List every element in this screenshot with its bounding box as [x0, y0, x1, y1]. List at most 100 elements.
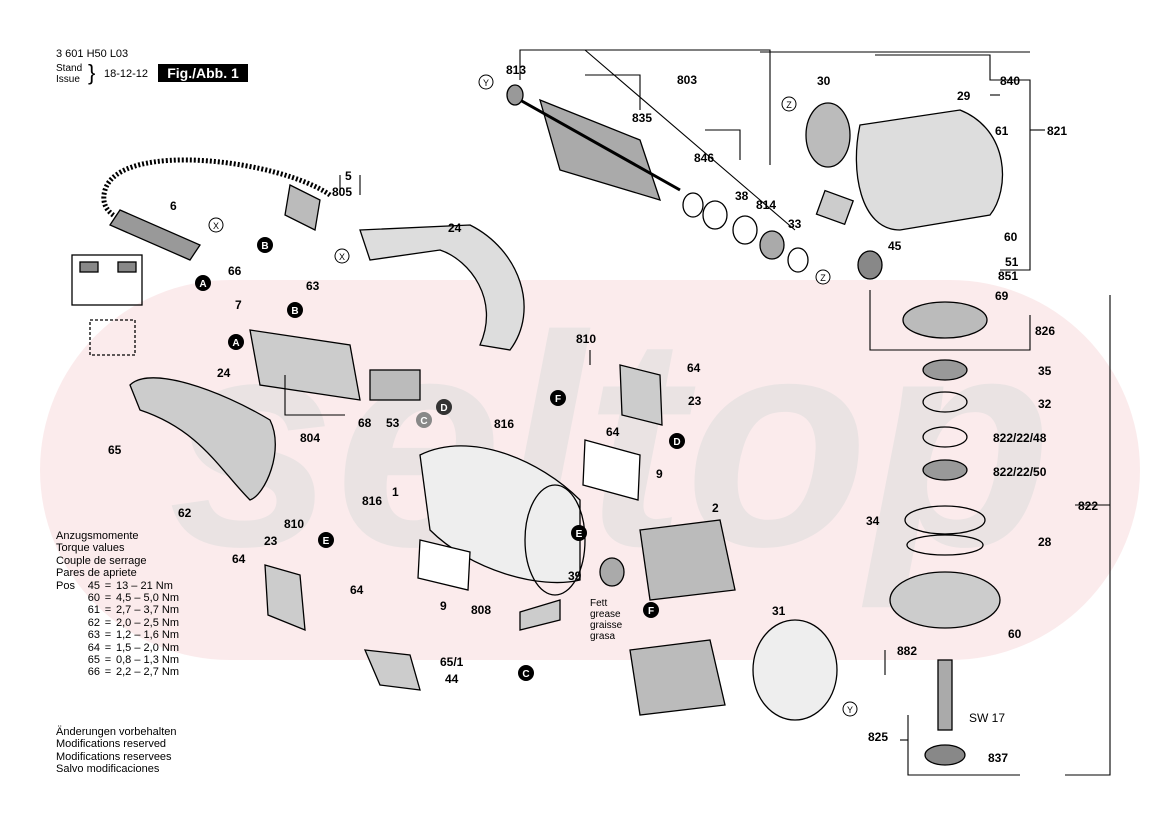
circuit-part	[79, 261, 99, 273]
label-29: 29	[957, 89, 971, 103]
equals-sign: =	[104, 604, 112, 617]
leader	[584, 49, 796, 231]
label-846: 846	[694, 151, 714, 165]
modifications-note: Änderungen vorbehalten Modifications res…	[56, 726, 176, 776]
stand-label: Stand	[56, 63, 83, 74]
marker-x	[334, 248, 350, 264]
torque-title: Torque values	[56, 542, 125, 555]
cover-23-lower	[264, 564, 306, 632]
label-1: 1	[392, 485, 399, 499]
pos-label: Pos	[56, 579, 75, 592]
grease-note-line: grease	[590, 609, 621, 620]
torque-row: 63=1,2 – 1,6 Nm	[56, 629, 196, 641]
ring	[787, 247, 809, 273]
equals-sign: =	[104, 616, 112, 629]
label-39: 39	[568, 569, 582, 583]
label-61: 61	[995, 124, 1009, 138]
ref-marker-d-text: D	[440, 403, 447, 414]
torque-table: Anzugsmomente Torque values Couple de se…	[56, 530, 196, 679]
circle-markers: X X Y Y Z Z	[208, 74, 858, 717]
label-31: 31	[772, 604, 786, 618]
modifications-line: Änderungen vorbehalten	[56, 726, 177, 738]
switch-rod	[249, 329, 361, 401]
circuit-diagram	[71, 254, 143, 306]
spindle	[937, 659, 953, 731]
washer-32	[922, 391, 968, 413]
ref-marker-c-text: C	[420, 416, 427, 427]
marker-x-text: X	[339, 252, 345, 262]
brush-39	[599, 557, 625, 587]
cable-sleeve	[109, 209, 201, 261]
torque-value: 1,2 – 1,6 Nm	[116, 629, 179, 642]
nut-837	[924, 744, 966, 766]
field-coil-lower	[629, 639, 726, 716]
ref-marker-d	[669, 433, 685, 449]
label-840: 840	[1000, 74, 1020, 88]
armature	[539, 98, 662, 201]
torque-value: 4,5 – 5,0 Nm	[116, 592, 179, 605]
label-64-lower: 64	[350, 583, 364, 597]
equals-sign: =	[104, 641, 112, 654]
label-64-mid: 64	[606, 425, 620, 439]
torque-pos: 61	[87, 604, 100, 617]
modifications-line: Modifications reservees	[56, 750, 172, 763]
label-2: 2	[712, 501, 719, 515]
label-30: 30	[817, 74, 831, 88]
torque-value: 2,2 – 2,7 Nm	[116, 666, 179, 679]
ref-marker-b-text: B	[261, 241, 268, 252]
torque-pos: 63	[87, 629, 100, 642]
torque-pos: 64	[87, 641, 100, 654]
bearing-35	[922, 359, 968, 381]
torque-row: 64=1,5 – 2,0 Nm	[56, 642, 196, 654]
marker-z	[781, 96, 797, 112]
label-44: 44	[445, 672, 459, 686]
equals-sign: =	[104, 592, 112, 605]
plug	[284, 184, 321, 231]
ref-marker-e	[318, 532, 334, 548]
seal-28	[906, 534, 984, 556]
ref-marker-d-text: D	[673, 437, 680, 448]
marker-y-text: Y	[483, 78, 489, 88]
label-5: 5	[345, 169, 352, 183]
label-826: 826	[1035, 324, 1055, 338]
flange-34	[904, 505, 986, 535]
bearing-822-22-50	[922, 459, 968, 481]
label-45: 45	[888, 239, 902, 253]
armature-shaft	[519, 98, 681, 192]
marker-z	[815, 269, 831, 285]
label-9-upper: 9	[656, 467, 663, 481]
label-816-upper: 816	[494, 417, 514, 431]
torque-pos: 60	[87, 592, 100, 605]
label-7: 7	[235, 298, 242, 312]
cover-23-upper	[619, 364, 663, 426]
issue-date: 18-12-12	[104, 68, 149, 80]
label-810-upper: 810	[576, 332, 596, 346]
ref-marker-b	[287, 302, 303, 318]
equals-sign: =	[104, 654, 112, 667]
label-822-22-48: 822/22/48	[993, 431, 1047, 445]
label-821: 821	[1047, 124, 1067, 138]
ref-marker-a	[228, 334, 244, 350]
label-64-upper: 64	[687, 361, 701, 375]
torque-title: Anzugsmomente	[56, 530, 139, 542]
air-guide-31	[752, 619, 838, 721]
equals-sign: =	[104, 579, 112, 592]
marker-x-text: X	[213, 221, 219, 231]
ref-marker-b	[257, 237, 273, 253]
torque-value: 0,8 – 1,3 Nm	[116, 654, 179, 667]
switch	[369, 369, 421, 401]
grease-note-line: grasa	[590, 631, 615, 642]
label-33: 33	[788, 217, 802, 231]
figure-label: Fig./Abb. 1	[158, 64, 248, 82]
torque-pos: 62	[87, 616, 100, 629]
torque-pos: 45	[87, 579, 100, 592]
label-23-lower: 23	[264, 534, 278, 548]
ref-marker-f-text: F	[648, 606, 654, 617]
ref-marker-d	[436, 399, 452, 415]
label-38: 38	[735, 189, 749, 203]
label-64-left: 64	[232, 552, 246, 566]
label-825: 825	[868, 730, 888, 744]
leader	[585, 49, 771, 165]
marker-x	[208, 217, 224, 233]
